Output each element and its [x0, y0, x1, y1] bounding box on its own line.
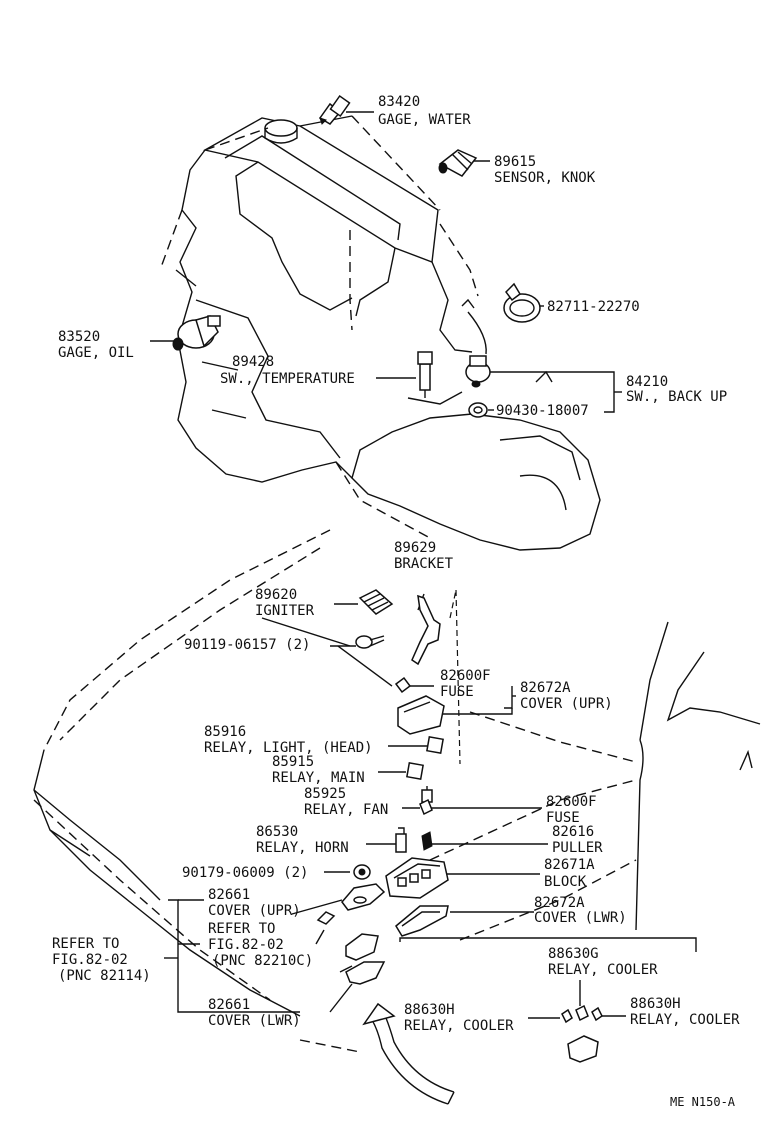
cover-upr-a-number: 82672A: [520, 680, 571, 696]
bracket-name: BRACKET: [394, 556, 454, 572]
relay-box-upper-cover-icon: [397, 695, 445, 735]
relay-fan-number: 85925: [304, 786, 346, 802]
relay-cooler-g-number: 88630G: [548, 946, 599, 962]
relay-light-head-number: 85916: [204, 724, 246, 740]
labels: 83420 GAGE, WATER 89615 SENSOR, KNOK 827…: [52, 94, 740, 1109]
relay-horn-number: 86530: [256, 824, 298, 840]
relay-fan-name: RELAY, FAN: [304, 802, 388, 818]
relay-block-icon: [385, 857, 449, 899]
refer-82114-line1: REFER TO: [52, 936, 119, 952]
relay-main-name: RELAY, MAIN: [272, 770, 365, 786]
sw-back-up-name: SW., BACK UP: [626, 389, 727, 405]
refer-82210c-line2: FIG.82-02: [208, 937, 284, 953]
cover-upr-b-name: COVER (UPR): [208, 903, 301, 919]
fuse-lower-number: 82600F: [546, 794, 597, 810]
cover-upr-a-name: COVER (UPR): [520, 696, 613, 712]
relay-main-number: 85915: [272, 754, 314, 770]
clip-number: 90179-06009 (2): [182, 865, 308, 881]
figure-code: ME N150-A: [670, 1095, 736, 1109]
gage-water-name: GAGE, WATER: [378, 112, 471, 128]
fuse-lower-name: FUSE: [546, 810, 580, 826]
cover-upr-b-number: 82661: [208, 887, 250, 903]
sw-temperature-number: 89428: [232, 354, 274, 370]
cover-lwr-a-number: 82672A: [534, 895, 585, 911]
horn-relay-icon: [395, 827, 407, 853]
fuse-upper-name: FUSE: [440, 684, 474, 700]
block-number: 82671A: [544, 857, 595, 873]
sw-temperature-name: SW., TEMPERATURE: [220, 371, 355, 387]
bracket-icon: [411, 594, 441, 666]
igniter-icon: [358, 589, 394, 615]
igniter-name: IGNITER: [255, 603, 315, 619]
gage-oil-name: GAGE, OIL: [58, 345, 134, 361]
refer-82114-line2: FIG.82-02: [52, 952, 128, 968]
relay-cooler-h-left-name: RELAY, COOLER: [404, 1018, 514, 1034]
bracket-number: 89629: [394, 540, 436, 556]
block-name: BLOCK: [544, 874, 587, 890]
sw-back-up-number: 84210: [626, 374, 668, 390]
bolt-icon: [355, 635, 385, 649]
headlight-relay-icon: [426, 736, 444, 754]
oil-pressure-gauge-sender-icon: [172, 315, 221, 351]
relay-cooler-h-right-number: 88630H: [630, 996, 681, 1012]
sensor-knok-name: SENSOR, KNOK: [494, 170, 596, 186]
relay-box-lower-cover-icon: [395, 905, 449, 937]
relay-cooler-h-right-name: RELAY, COOLER: [630, 1012, 740, 1028]
clamp-number: 82711-22270: [547, 299, 640, 315]
relay-cooler-h-left-number: 88630H: [404, 1002, 455, 1018]
gasket-icon: [468, 402, 488, 418]
upper-cover-icon: [341, 883, 386, 911]
fuse-icon: [394, 676, 412, 694]
body-outline: [33, 529, 761, 1105]
small-fuse-block-icon: [316, 911, 336, 925]
bolt-number: 90119-06157 (2): [184, 637, 310, 653]
puller-name: PULLER: [552, 840, 603, 856]
engine-assembly: [159, 115, 601, 551]
refer-82210c-line3: (PNC 82210C): [212, 953, 313, 969]
relay-horn-name: RELAY, HORN: [256, 840, 349, 856]
fuse-puller-icon: [421, 831, 433, 851]
fuse-lower-icon: [419, 798, 433, 816]
fuse-upper-number: 82600F: [440, 668, 491, 684]
gage-oil-number: 83520: [58, 329, 100, 345]
fan-relay-icon: [421, 786, 433, 803]
relay-light-head-name: RELAY, LIGHT, (HEAD): [204, 740, 373, 756]
puller-number: 82616: [552, 824, 594, 840]
cover-lwr-b-number: 82661: [208, 997, 250, 1013]
gage-water-number: 83420: [378, 94, 420, 110]
refer-82210c-line1: REFER TO: [208, 921, 275, 937]
main-relay-icon: [406, 762, 424, 780]
cover-lwr-a-name: COVER (LWR): [534, 910, 627, 926]
back-up-switch-icon: [461, 298, 491, 388]
relay-cooler-g-name: RELAY, COOLER: [548, 962, 658, 978]
igniter-number: 89620: [255, 587, 297, 603]
water-temp-gauge-sender-icon: [318, 94, 351, 125]
cover-lower-icon: [345, 933, 386, 985]
engine-leaders: [150, 111, 622, 413]
hose-clamp-icon: [503, 282, 541, 323]
temperature-switch-icon: [417, 351, 433, 398]
gasket-number: 90430-18007: [496, 403, 589, 419]
cooler-relay-icons: [561, 1004, 603, 1063]
sensor-knok-number: 89615: [494, 154, 536, 170]
cover-lwr-b-name: COVER (LWR): [208, 1013, 301, 1029]
clip-icon: [353, 864, 371, 880]
knock-sensor-icon: [438, 149, 478, 177]
lower-leaders: [164, 593, 626, 1019]
refer-82114-line3: (PNC 82114): [58, 968, 151, 984]
